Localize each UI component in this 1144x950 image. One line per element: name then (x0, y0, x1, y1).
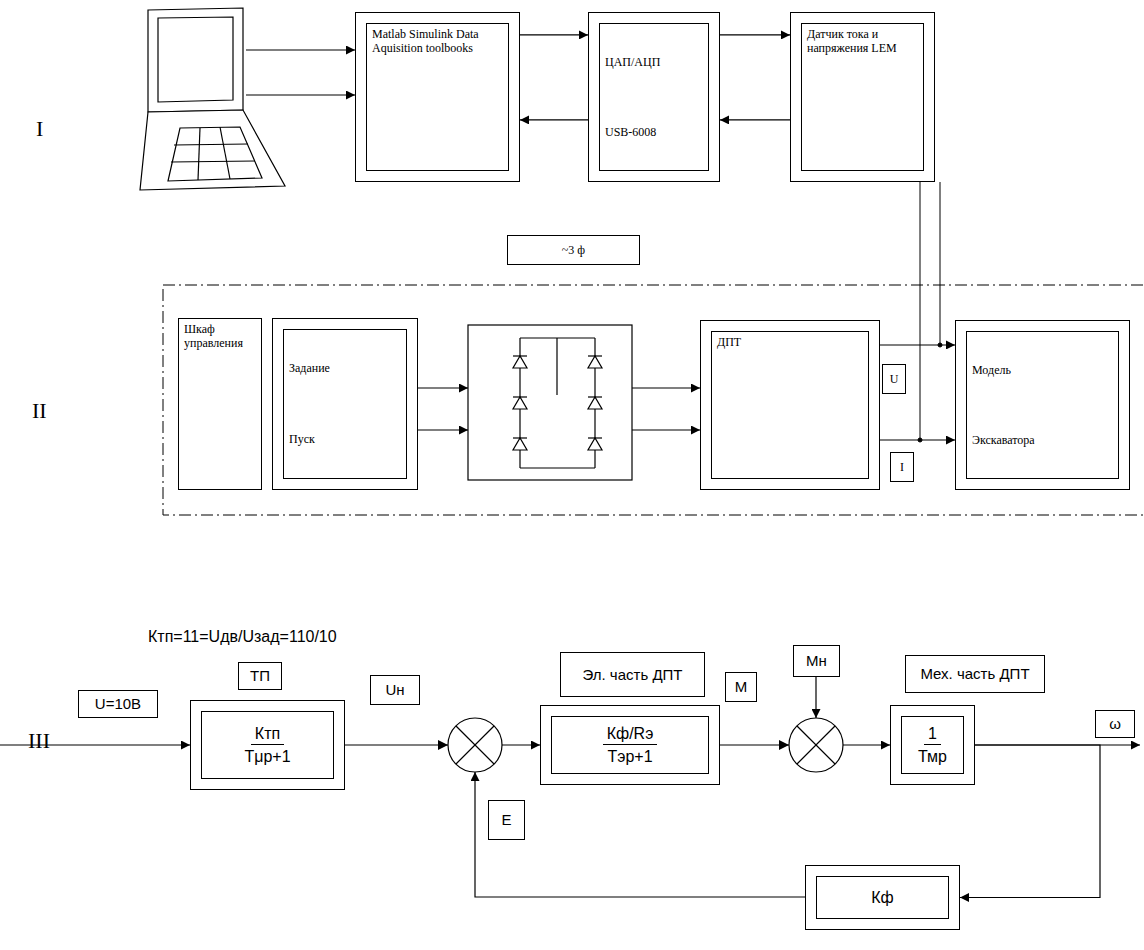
transfer-block: 1Тмр (890, 705, 975, 785)
node-text: U=10В (95, 695, 141, 713)
inner-frame: ЦАП/АЦП USB-6008 (599, 23, 709, 171)
node-text: Пуск (289, 432, 315, 446)
text-area: ТП (239, 663, 281, 689)
inner-frame: 1Тмр (901, 716, 964, 774)
connector-arrow (880, 344, 955, 345)
thyristor-bridge (468, 325, 632, 480)
text-area: М (726, 673, 756, 701)
node-text: М (735, 678, 748, 696)
signal-tag: E (488, 800, 525, 840)
node-text: Тмр (918, 747, 947, 766)
node-text: ДПТ (717, 335, 741, 349)
supply-box: ~3 ф (507, 235, 640, 265)
signal-tag: Мн (793, 645, 840, 677)
data-arrow (246, 50, 355, 95)
signal-tag: Uн (370, 675, 420, 705)
text-area: ω (1096, 711, 1134, 737)
section-number: I (36, 116, 43, 142)
block-tag: ТП (238, 662, 282, 690)
connector-arrow (720, 34, 790, 35)
sensor-wire (918, 182, 942, 442)
text-area: Эл. часть ДПТ (561, 653, 704, 696)
sensor-box: Датчик тока и напряжения LEM (790, 12, 935, 182)
node-text: Экскаватора (972, 433, 1035, 447)
connector-arrow (960, 745, 1100, 898)
motor-box: ДПТ (700, 320, 880, 490)
text-area: Мех. часть ДПТ (906, 656, 1044, 692)
interface-box: Matlab Simulink Data Aquisition toolbook… (355, 12, 520, 182)
laptop-icon (140, 8, 285, 190)
signal-tag: U=10В (78, 690, 158, 718)
node-text: Мех. часть ДПТ (920, 665, 1029, 683)
control-wire (418, 388, 700, 430)
node-text: Датчик тока и напряжения LEM (807, 27, 918, 56)
setpoint-box: ЗаданиеПуск (272, 318, 418, 490)
text-area: ~3 ф (508, 236, 639, 264)
gain-formula: Ктп=11=Uдв/Uзад=110/10 (148, 628, 337, 646)
node-text: U (890, 372, 899, 386)
inner-frame: Датчик тока и напряжения LEM (801, 23, 924, 171)
inner-frame: КтпTμp+1 (201, 711, 334, 779)
node-text: ω (1109, 715, 1121, 733)
signal-tag: U (882, 364, 906, 394)
text-area: E (489, 801, 524, 839)
text-area: U=10В (79, 691, 157, 717)
inner-frame: ЗаданиеПуск (283, 329, 407, 479)
text-area: Uн (371, 676, 419, 704)
node-text: USB-6008 (605, 125, 656, 139)
inner-frame: МодельЭкскаватора (966, 331, 1119, 479)
node-text: Эл. часть ДПТ (583, 666, 683, 684)
node-text: Uн (385, 681, 404, 699)
signal-tag: М (725, 672, 757, 702)
model-box: МодельЭкскаватора (955, 320, 1130, 490)
node-text: Мн (806, 652, 827, 670)
feedback-block: Кф (805, 865, 960, 930)
transfer-block: КтпTμp+1 (190, 700, 345, 790)
text-area: I (891, 453, 913, 481)
node-text: ЦАП/АЦП (605, 55, 660, 69)
signal-tag: I (890, 452, 914, 482)
equipment-region (163, 285, 1144, 515)
node-text: Matlab Simulink Data Aquisition toolbook… (372, 27, 503, 56)
converter-box: ЦАП/АЦП USB-6008 (588, 12, 720, 182)
node-text: ТП (250, 667, 270, 685)
node-text: I (900, 460, 904, 474)
node-text: Задание (289, 361, 330, 375)
node-text: Модель (972, 363, 1011, 377)
node-text: Кф (871, 888, 893, 907)
connector-arrow (720, 119, 790, 120)
section-number: III (28, 728, 50, 754)
block-tag: Эл. часть ДПТ (560, 652, 705, 697)
node-text: ~3 ф (562, 243, 585, 257)
connector-arrow (520, 119, 588, 120)
signal-tag: ω (1095, 710, 1135, 738)
node-text: Кф/Rэ (603, 724, 658, 745)
connector-arrow (520, 34, 588, 35)
inner-frame: ДПТ (711, 331, 869, 479)
connector-arrow (880, 439, 955, 440)
text-area: Мн (794, 646, 839, 676)
transfer-block: Кф/RэТэp+1 (540, 705, 720, 785)
node-text: Ктп (251, 724, 284, 745)
cabinet-box: Шкаф управления (178, 318, 262, 490)
inner-frame: Matlab Simulink Data Aquisition toolbook… (366, 23, 509, 171)
text-area: Шкаф управления (179, 319, 261, 489)
signal-line (0, 677, 1140, 897)
inner-frame: Кф/RэТэp+1 (551, 716, 709, 774)
text-area: U (883, 365, 905, 393)
node-text: 1 (924, 724, 941, 745)
block-tag: Мех. часть ДПТ (905, 655, 1045, 693)
node-text: E (501, 811, 511, 829)
section-number: II (32, 398, 47, 424)
node-text: Шкаф управления (184, 322, 256, 351)
node-text: Тэp+1 (607, 747, 652, 766)
inner-frame: Кф (816, 876, 949, 919)
node-text: Tμp+1 (244, 747, 290, 766)
